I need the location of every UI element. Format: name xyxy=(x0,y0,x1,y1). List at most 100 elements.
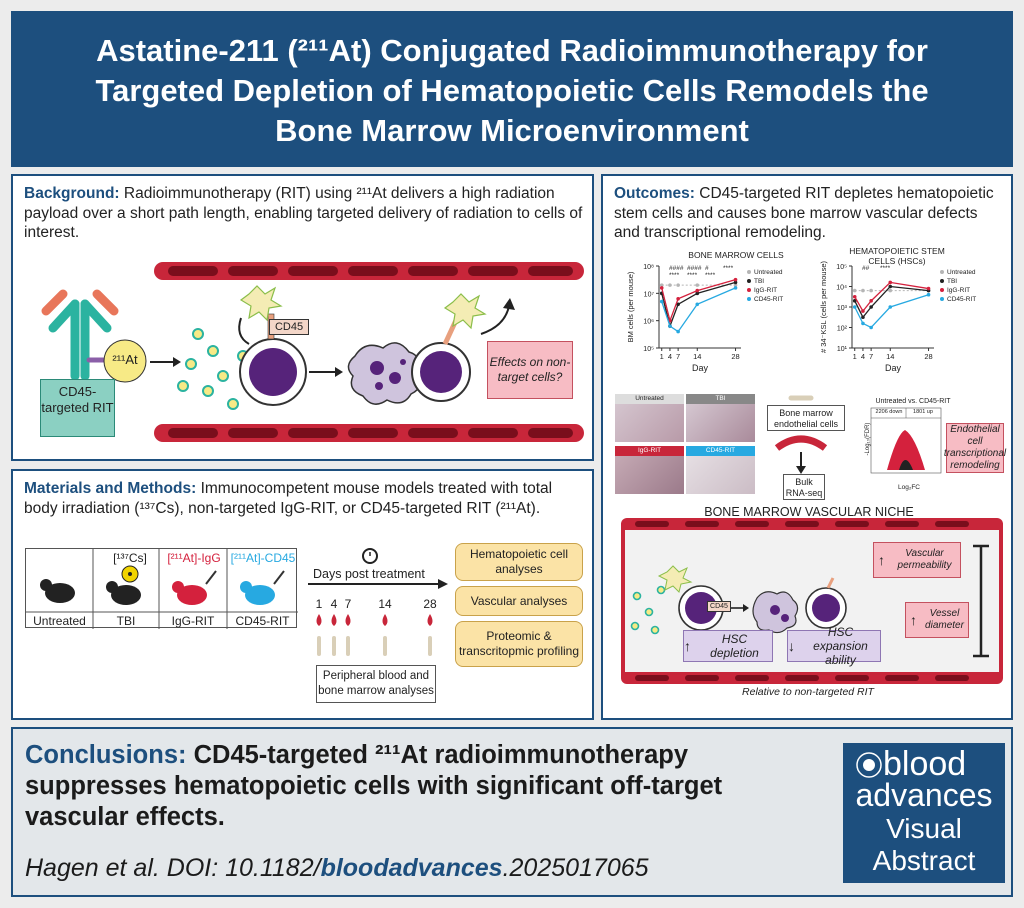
data-point xyxy=(733,280,738,285)
data-point xyxy=(888,288,893,293)
volcano-ylabel: -Log₁₀(FDR) xyxy=(865,422,871,456)
peripheral-box: Peripheral blood and bone marrow analyse… xyxy=(316,665,436,703)
legend-label: IgG-RIT xyxy=(754,287,777,294)
data-point xyxy=(676,302,680,307)
niche-title: BONE MARROW VASCULAR NICHE xyxy=(704,505,914,519)
significance-label: ## xyxy=(862,265,870,272)
data-point xyxy=(676,297,680,301)
syringe-icon xyxy=(205,570,217,585)
x-axis-label: Day xyxy=(885,363,902,373)
legend-marker xyxy=(747,279,751,283)
data-point xyxy=(733,283,738,287)
rnaseq-flow xyxy=(774,395,828,474)
down-arrow-icon: ↓ xyxy=(788,638,795,654)
x-axis-label: Day xyxy=(692,363,709,373)
conclusions-text: Conclusions: CD45-targeted ²¹¹At radioim… xyxy=(25,740,825,833)
hist-label: CD45-RIT xyxy=(686,446,755,456)
hsc-depletion-label: HSC depletion xyxy=(710,632,759,660)
radiation-icon xyxy=(121,565,139,583)
y-tick-label: 10⁶ xyxy=(643,319,654,326)
legend-marker xyxy=(940,297,944,301)
outcomes-panel: Outcomes: CD45-targeted RIT depletes hem… xyxy=(601,174,1013,720)
hist-label: Untreated xyxy=(615,394,684,404)
y-tick-label: 10⁸ xyxy=(643,264,654,271)
data-point xyxy=(733,277,738,282)
data-point xyxy=(888,284,893,289)
days-label: Days post treatment xyxy=(313,567,425,581)
citation: Hagen et al. DOI: 10.1182/bloodadvances.… xyxy=(25,854,825,883)
x-tick-label: 4 xyxy=(861,352,865,361)
conclusions-heading: Conclusions: xyxy=(25,741,187,769)
data-point xyxy=(888,280,893,285)
x-tick-label: 1 xyxy=(660,352,664,361)
significance-label: **** xyxy=(687,272,698,279)
data-point xyxy=(869,299,873,303)
astatine-label: ²¹¹At xyxy=(112,352,138,367)
seal-icon xyxy=(856,752,882,778)
volcano-plot xyxy=(870,407,942,474)
background-panel: Background: Radioimmunotherapy (RIT) usi… xyxy=(11,174,594,461)
x-tick-label: 28 xyxy=(731,352,739,361)
mouse-icon xyxy=(106,581,141,605)
vessel-diameter-label: Vessel diameter xyxy=(925,608,964,631)
blood-drop-icons xyxy=(316,614,433,626)
background-heading: Background: xyxy=(24,185,120,202)
legend-label: TBI xyxy=(754,278,764,285)
legend-label: CD45-RIT xyxy=(947,296,976,303)
significance-label: # xyxy=(705,265,709,272)
conclusions-line3: vascular effects. xyxy=(25,803,225,831)
data-point xyxy=(888,305,893,309)
logo-abstract: Abstract xyxy=(872,845,976,876)
up-arrow-icon: ↑ xyxy=(878,552,885,568)
hsc-depletion-box: ↑ HSC depletion xyxy=(683,630,773,662)
y-tick-label: 10⁷ xyxy=(644,291,655,298)
data-point xyxy=(659,286,664,290)
data-point xyxy=(668,283,672,287)
vessel-top xyxy=(154,262,584,280)
vessel-diameter-box: ↑ Vessel diameter xyxy=(905,602,969,638)
logo-advances: advances xyxy=(855,777,993,813)
vessel-icon xyxy=(774,435,828,451)
data-point xyxy=(861,315,865,320)
journal-logo: blood advances Visual Abstract xyxy=(843,743,1005,883)
background-illustration xyxy=(41,262,584,442)
data-point xyxy=(695,288,700,293)
legend-label: Untreated xyxy=(947,269,976,276)
hsc-expansion-label: HSC expansion ability xyxy=(813,625,868,667)
data-point xyxy=(852,288,857,293)
significance-label: #### xyxy=(687,265,702,272)
cd45-top-label: [²¹¹At]-CD45 xyxy=(230,551,296,565)
data-point xyxy=(869,325,873,330)
analysis-box-vascular: Vascular analyses xyxy=(455,586,583,616)
hist-label: IgG-RIT xyxy=(615,446,684,456)
series-line xyxy=(854,294,929,329)
methods-text: Materials and Methods: Immunocompetent m… xyxy=(24,479,584,518)
methods-body: Immunocompetent mouse models treated wit… xyxy=(24,480,553,517)
citation-prefix: Hagen et al. DOI: 10.1182/ xyxy=(25,854,321,882)
day-tick: 1 xyxy=(315,597,323,611)
legend-marker xyxy=(747,297,751,301)
legend-label: Untreated xyxy=(754,269,783,276)
data-point xyxy=(861,321,865,326)
legend-label: TBI xyxy=(947,278,957,285)
day-tick: 28 xyxy=(423,597,437,611)
day-tick: 14 xyxy=(378,597,392,611)
citation-journal: bloodadvances xyxy=(320,854,503,882)
day-tick: 4 xyxy=(330,597,338,611)
data-point xyxy=(869,305,873,309)
relative-note: Relative to non-targeted RIT xyxy=(742,686,874,698)
y-axis-label: BM cells (per mouse) xyxy=(626,271,635,342)
vascular-permeability-box: ↑ Vascular permeability xyxy=(873,542,961,578)
dying-cell-icon xyxy=(347,342,422,405)
title-line: Targeted Depletion of Hematopoietic Cell… xyxy=(95,73,929,108)
group-untreated: Untreated xyxy=(33,614,86,628)
significance-label: **** xyxy=(705,272,716,279)
astatine-icon xyxy=(103,339,147,383)
syringe-icon xyxy=(273,570,285,585)
up-arrow-icon: ↑ xyxy=(910,612,917,628)
vascular-permeability-label: Vascular permeability xyxy=(897,548,952,571)
analysis-box-proteomic: Proteomic & transcritopmic profiling xyxy=(455,621,583,667)
bone-icons xyxy=(317,636,432,656)
